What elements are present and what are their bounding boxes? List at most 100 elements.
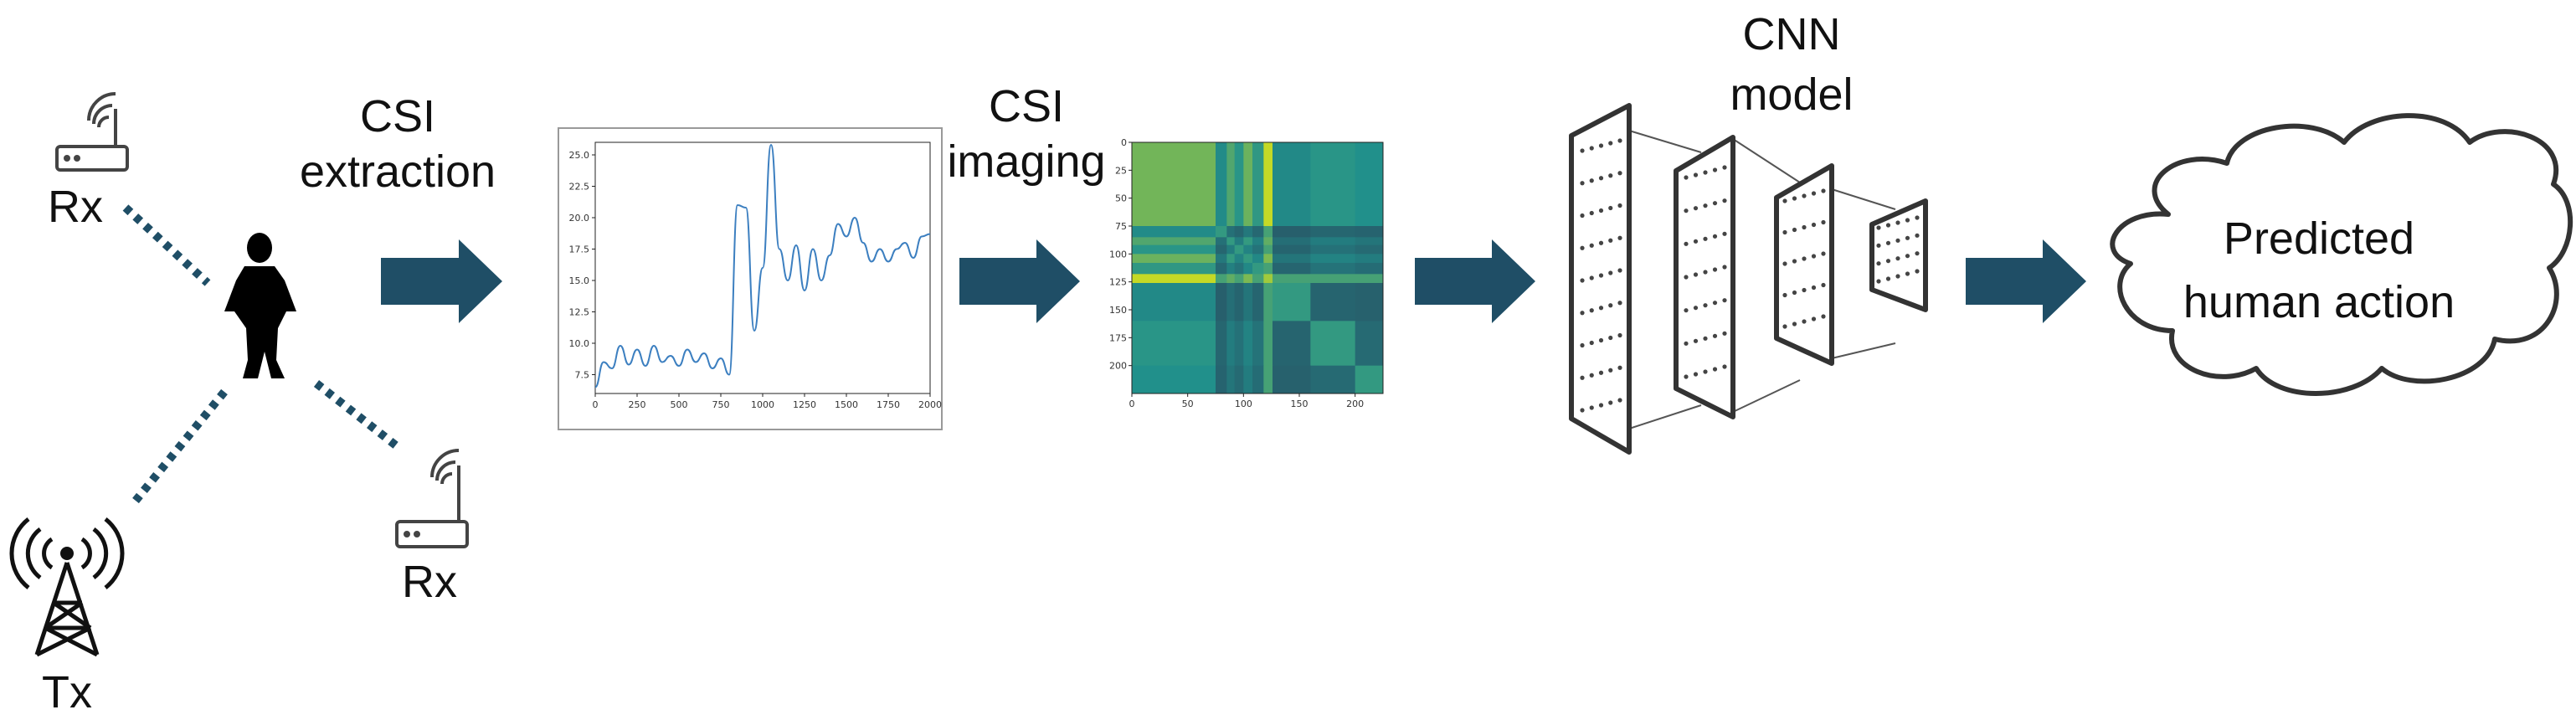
neuron-dot [1617,138,1622,143]
heatmap-cell [1355,142,1384,227]
heatmap-cell [1252,283,1264,321]
heatmap-cell [1132,254,1216,264]
heatmap-cell [1226,321,1236,367]
right-arrow-icon [1415,239,1535,323]
heatmap-cell [1273,142,1311,227]
heatmap-cell [1132,237,1216,246]
x-tick-label: 1250 [793,399,816,410]
neuron-dot [1905,218,1910,223]
heatmap-cell [1234,365,1244,394]
heatmap-cell [1132,274,1216,284]
neuron-dot [1712,234,1718,239]
neuron-dot [1802,256,1807,261]
neuron-dot [1617,171,1622,176]
heatmap-cell [1132,263,1216,275]
heatmap-cell [1355,283,1384,321]
y-tick-label: 12.5 [569,307,590,318]
heatmap-cell [1216,244,1227,255]
neuron-dot [1802,287,1807,293]
cnn-model-label: CNN model [1699,12,1884,117]
neuron-dot [1782,261,1787,266]
x-tick-label: 1000 [751,399,774,410]
neuron-dot [1895,220,1900,225]
neuron-dot [1684,308,1689,313]
neuron-dot [1608,238,1613,243]
heatmap-cell [1355,274,1384,284]
cnn-layer-3 [1774,163,1834,366]
heatmap-cell [1216,365,1227,394]
neuron-dot [1703,270,1708,275]
neuron-dot [1598,143,1604,148]
heatmap-cell [1355,226,1384,238]
neuron-dot [1722,331,1727,336]
neuron-dot [1608,303,1613,308]
neuron-dot [1811,222,1817,228]
neuron-dot [1821,314,1826,319]
heatmap-cell [1216,142,1227,227]
neuron-dot [1703,369,1708,374]
y-tick-label: 175 [1109,332,1127,343]
neuron-dot [1598,273,1604,278]
heatmap-cell [1234,254,1244,264]
neuron-dot [1693,206,1699,211]
neuron-dot [1684,374,1689,379]
neuron-dot [1608,335,1613,341]
neuron-dot [1876,261,1881,266]
csi-imaging-label: CSI imaging [934,84,1118,184]
neuron-dot [1712,267,1718,272]
y-tick-label: 7.5 [575,370,590,381]
x-tick-label: 200 [1346,399,1364,409]
cnn-layer-1 [1569,103,1632,455]
neuron-dot [1876,225,1881,230]
heatmap-cell [1252,237,1264,246]
heatmap-cell [1243,142,1253,227]
neuron-dot [1598,370,1604,375]
neuron-dot [1589,373,1594,378]
y-tick-label: 20.0 [569,213,590,224]
x-tick-label: 1750 [877,399,900,410]
y-tick-label: 17.5 [569,244,590,255]
neuron-dot [1598,176,1604,181]
x-tick-label: 2000 [918,399,942,410]
neuron-dot [1792,196,1797,201]
heatmap-cell [1243,244,1253,255]
heatmap-cell [1273,226,1311,238]
heatmap-cell [1132,321,1216,367]
csi-extraction-line1: CSI [359,91,436,141]
neuron-dot [1821,251,1826,256]
x-tick-label: 750 [712,399,730,410]
heatmap-cell [1263,142,1273,227]
rx-top-label: Rx [48,182,103,232]
heatmap-cell [1243,274,1253,284]
heatmap-cell [1252,244,1264,255]
neuron-dot [1589,243,1594,248]
heatmap-cell [1355,263,1384,275]
heatmap-cell [1263,283,1273,321]
heatmap-frame [1131,141,1384,394]
neuron-dot [1608,368,1613,373]
neuron-dot [1693,306,1699,311]
neuron-dot [1782,198,1787,203]
y-tick-label: 125 [1109,277,1127,288]
neuron-dot [1802,193,1807,198]
heatmap-cell [1234,283,1244,321]
neuron-dot [1885,276,1891,281]
neuron-dot [1617,235,1622,240]
heatmap-cell [1355,254,1384,264]
neuron-dot [1693,239,1699,244]
neuron-dot [1703,236,1708,241]
heatmap-cell [1243,254,1253,264]
x-tick-label: 0 [593,399,599,410]
y-tick-label: 50 [1115,193,1127,204]
y-tick-label: 25 [1115,165,1127,176]
csi-imaging-line2: imaging [947,136,1106,187]
csi-extraction-label: CSI extraction [285,94,511,194]
neuron-dot [1895,238,1900,243]
heatmap-cell [1252,274,1264,284]
neuron-dot [1589,405,1594,410]
heatmap-cell [1273,283,1311,321]
neuron-dot [1792,259,1797,264]
